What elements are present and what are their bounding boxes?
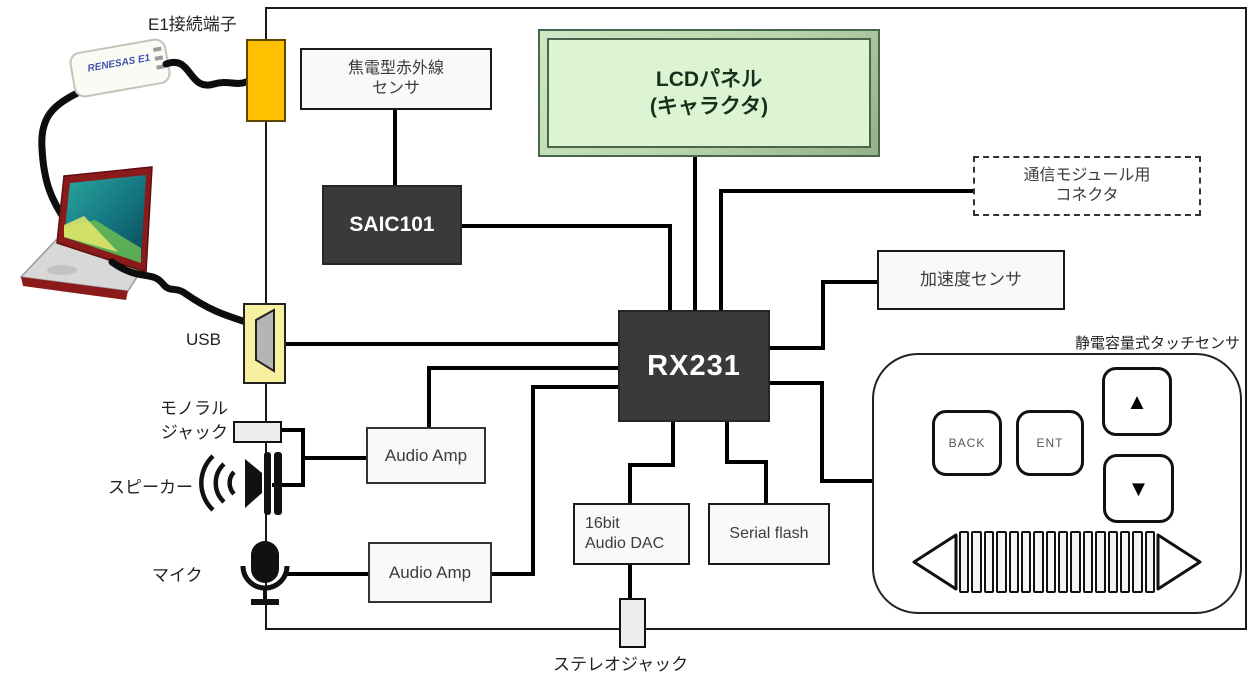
signal-wires — [272, 110, 973, 600]
mic-label: マイク — [152, 566, 203, 585]
down-touch-button: ▼ — [1103, 454, 1174, 523]
slider-bar — [1132, 531, 1143, 593]
laptop-usb-cable — [108, 258, 250, 326]
up-arrow-icon: ▲ — [1126, 388, 1148, 414]
usb-label: USB — [186, 330, 221, 349]
touch-sensor-panel: BACK ENT ▲ ▼ — [872, 353, 1242, 614]
pir-sensor-line2: センサ — [371, 80, 420, 97]
ent-touch-button: ENT — [1016, 410, 1084, 476]
touch-slider — [910, 531, 1204, 593]
slider-bars — [958, 531, 1156, 593]
laptop — [19, 166, 153, 300]
stereo-jack-connector — [619, 598, 646, 648]
speaker-icon — [199, 452, 282, 515]
slider-bar — [1070, 531, 1081, 593]
e1-board-cable — [162, 58, 250, 89]
rx231-chip: RX231 — [618, 310, 770, 422]
down-arrow-icon: ▼ — [1127, 475, 1150, 501]
audio-dac-box: 16bit Audio DAC — [573, 503, 690, 565]
slider-right-arrow-icon — [1156, 533, 1202, 591]
back-touch-button: BACK — [932, 410, 1002, 476]
slider-bar — [1033, 531, 1044, 593]
audio-amp-1-box: Audio Amp — [366, 427, 486, 484]
usb-plug-icon — [255, 308, 275, 373]
slider-bar — [1119, 531, 1131, 593]
slider-bar — [1107, 531, 1118, 593]
slider-left-arrow-icon — [912, 533, 958, 591]
comm-module-line1: 通信モジュール用 — [1023, 167, 1151, 184]
pir-sensor-line1: 焦電型赤外線 — [347, 60, 444, 77]
e1-emulator: RENESAS E1 — [69, 38, 171, 98]
lcd-panel: LCDパネル (キャラクタ) — [538, 29, 880, 157]
lcd-screen: LCDパネル (キャラクタ) — [547, 38, 871, 148]
speaker-label: スピーカー — [108, 478, 193, 497]
e1-connector — [246, 39, 286, 122]
slider-bar — [1095, 531, 1106, 593]
slider-bar — [1144, 531, 1155, 593]
audio-dac-line1: 16bit — [585, 515, 620, 532]
slider-bar — [1020, 531, 1032, 593]
lcd-line2: (キャラクタ) — [649, 95, 769, 118]
touch-sensor-label: 静電容量式タッチセンサ — [1074, 335, 1240, 352]
accel-sensor-box: 加速度センサ — [877, 250, 1065, 310]
saic101-chip: SAIC101 — [322, 185, 462, 265]
slider-bar — [996, 531, 1007, 593]
slider-bar — [959, 531, 970, 593]
pir-sensor-box: 焦電型赤外線 センサ — [300, 48, 492, 110]
serial-flash-box: Serial flash — [708, 503, 830, 565]
slider-bar — [971, 531, 982, 593]
comm-module-line2: コネクタ — [1055, 187, 1119, 204]
e1-laptop-cable — [38, 86, 88, 226]
slider-bar — [1045, 531, 1056, 593]
e1-terminal-label: E1接続端子 — [148, 15, 237, 34]
up-touch-button: ▲ — [1102, 367, 1172, 436]
mono-jack-connector — [233, 421, 282, 443]
audio-dac-line2: Audio DAC — [585, 535, 665, 552]
lcd-line1: LCDパネル — [655, 67, 763, 91]
audio-amp-2-box: Audio Amp — [368, 542, 492, 603]
slider-bar — [983, 531, 995, 593]
mono-jack-label-line2: ジャック — [160, 423, 228, 442]
slider-bar — [1082, 531, 1094, 593]
slider-bar — [1008, 531, 1019, 593]
slider-bar — [1058, 531, 1069, 593]
comm-module-box: 通信モジュール用 コネクタ — [973, 156, 1201, 216]
usb-connector — [243, 303, 286, 384]
microphone-icon — [240, 541, 290, 605]
stereo-jack-label: ステレオジャック — [553, 655, 689, 674]
mono-jack-label-line1: モノラル — [160, 399, 228, 418]
